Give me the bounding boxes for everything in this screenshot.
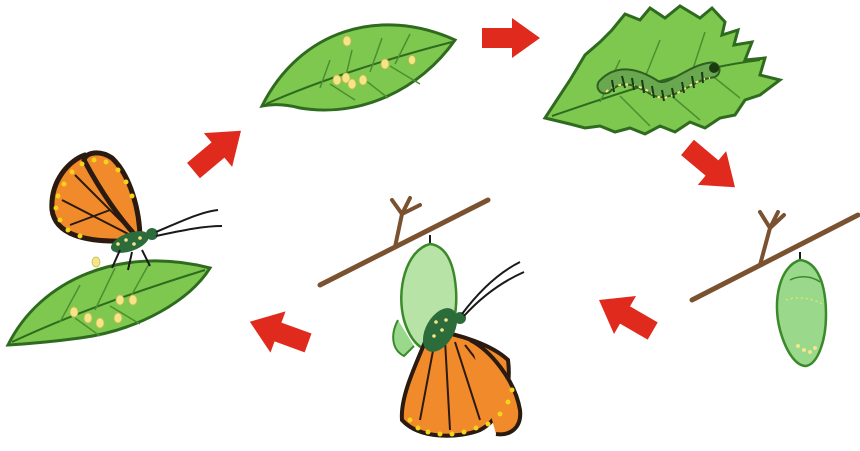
leaf-eggs xyxy=(262,25,455,110)
eggs-on-leaf-stage xyxy=(262,25,455,110)
chewed-leaf xyxy=(545,6,780,134)
adult-stage xyxy=(8,153,222,345)
arrow-left-icon xyxy=(242,301,315,364)
caterpillar-on-leaf-stage xyxy=(545,6,780,134)
branch xyxy=(692,215,858,300)
arrow-right-icon xyxy=(482,18,540,58)
arrow-up-right-icon xyxy=(179,114,255,188)
emerging-stage xyxy=(320,198,524,437)
arrow-down-right-icon xyxy=(673,131,749,205)
chrysalis xyxy=(777,260,826,366)
chrysalis-stage xyxy=(692,212,858,366)
arrow-down-left-icon xyxy=(588,281,664,350)
